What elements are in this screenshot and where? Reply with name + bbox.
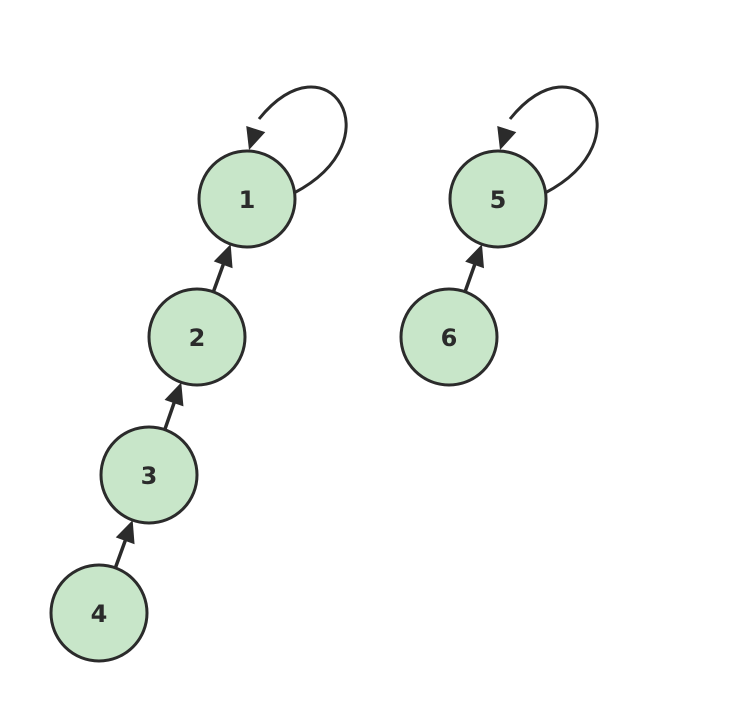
- node-label: 2: [189, 324, 206, 352]
- arrowhead-icon: [115, 520, 135, 545]
- node-circle: [399, 287, 499, 387]
- arrowhead-icon: [164, 382, 184, 407]
- edge-line: [211, 259, 227, 294]
- node-circle: [448, 149, 548, 249]
- edge-line: [463, 259, 478, 294]
- arrowhead-icon: [465, 244, 485, 269]
- self-loop-curve: [508, 85, 599, 195]
- edge-3-to-2: [163, 382, 184, 432]
- edge-line: [163, 397, 178, 432]
- self-loop-edge-1: [246, 85, 348, 195]
- node-4: 4: [49, 563, 149, 663]
- arrowhead-icon: [497, 125, 517, 150]
- self-loop-edge-5: [497, 85, 599, 195]
- arrowhead-icon: [246, 125, 266, 150]
- node-circle: [197, 149, 297, 249]
- node-2: 2: [147, 287, 247, 387]
- edge-line: [113, 535, 129, 570]
- node-circle: [49, 563, 149, 663]
- edge-6-to-5: [463, 244, 485, 294]
- node-label: 6: [441, 324, 458, 352]
- node-label: 5: [490, 186, 507, 214]
- edge-4-to-3: [113, 520, 135, 570]
- node-1: 1: [197, 149, 297, 249]
- arrowhead-icon: [213, 244, 233, 269]
- node-3: 3: [99, 425, 199, 525]
- edge-2-to-1: [211, 244, 233, 294]
- node-circle: [99, 425, 199, 525]
- node-circle: [147, 287, 247, 387]
- edges-layer: [113, 85, 599, 570]
- node-5: 5: [448, 149, 548, 249]
- self-loop-curve: [257, 85, 348, 195]
- node-label: 4: [91, 600, 108, 628]
- node-6: 6: [399, 287, 499, 387]
- node-label: 3: [141, 462, 158, 490]
- node-label: 1: [239, 186, 256, 214]
- nodes-layer: 1 2 3 4 5 6: [49, 149, 548, 663]
